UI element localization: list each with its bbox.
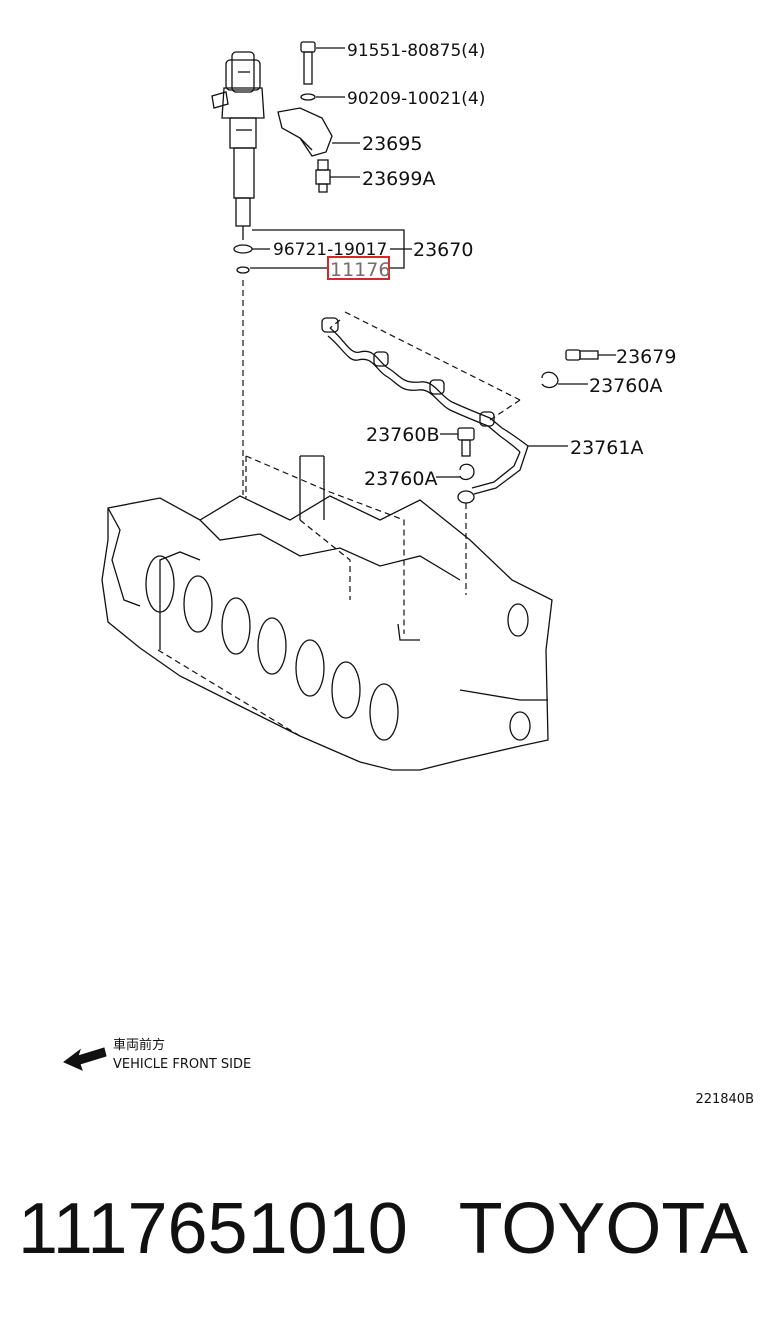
union-bolt-left (457, 427, 475, 457)
label-injector-assy: 23670 (413, 239, 473, 261)
figure-code: 221840B (695, 1092, 754, 1107)
front-arrow-icon (63, 1047, 107, 1071)
cylinder-head-illustration (101, 455, 553, 771)
gasket-left-shape (459, 463, 475, 481)
union-bolt-right (565, 349, 599, 361)
label-union-bolt-left: 23760B (366, 424, 439, 446)
footer-brand: TOYOTA (458, 1189, 748, 1269)
label-clamp: 23695 (362, 133, 422, 155)
label-gasket-right: 23760A (589, 375, 662, 397)
front-note-jp: 車両前方 (113, 1037, 165, 1053)
highlight-box (327, 256, 390, 280)
label-gasket-left: 23760A (364, 468, 437, 490)
label-seal-highlighted[interactable]: 11176 (330, 259, 390, 281)
label-leakage-pipe: 23761A (570, 437, 643, 459)
bolt-illustration (300, 41, 316, 85)
oring-shape (233, 244, 253, 254)
label-bolt: 91551-80875(4) (347, 41, 485, 61)
label-washer: 90209-10021(4) (347, 89, 485, 109)
gasket-right-shape (541, 371, 559, 389)
label-union-bolt-right: 23679 (616, 346, 676, 368)
label-sensor: 23699A (362, 168, 435, 190)
label-oring: 96721-19017 (273, 240, 387, 260)
footer-part-number: 1117651010 (18, 1189, 408, 1269)
seal-shape (236, 266, 250, 274)
washer-shape (300, 93, 316, 101)
leakage-pipe-illustration (321, 311, 529, 504)
injector-illustration (211, 51, 265, 240)
clamp-shape (277, 107, 333, 157)
sensor-illustration (315, 159, 331, 193)
footer-banner: 1117651010 TOYOTA (18, 1188, 748, 1270)
front-note-en: VEHICLE FRONT SIDE (113, 1057, 251, 1072)
